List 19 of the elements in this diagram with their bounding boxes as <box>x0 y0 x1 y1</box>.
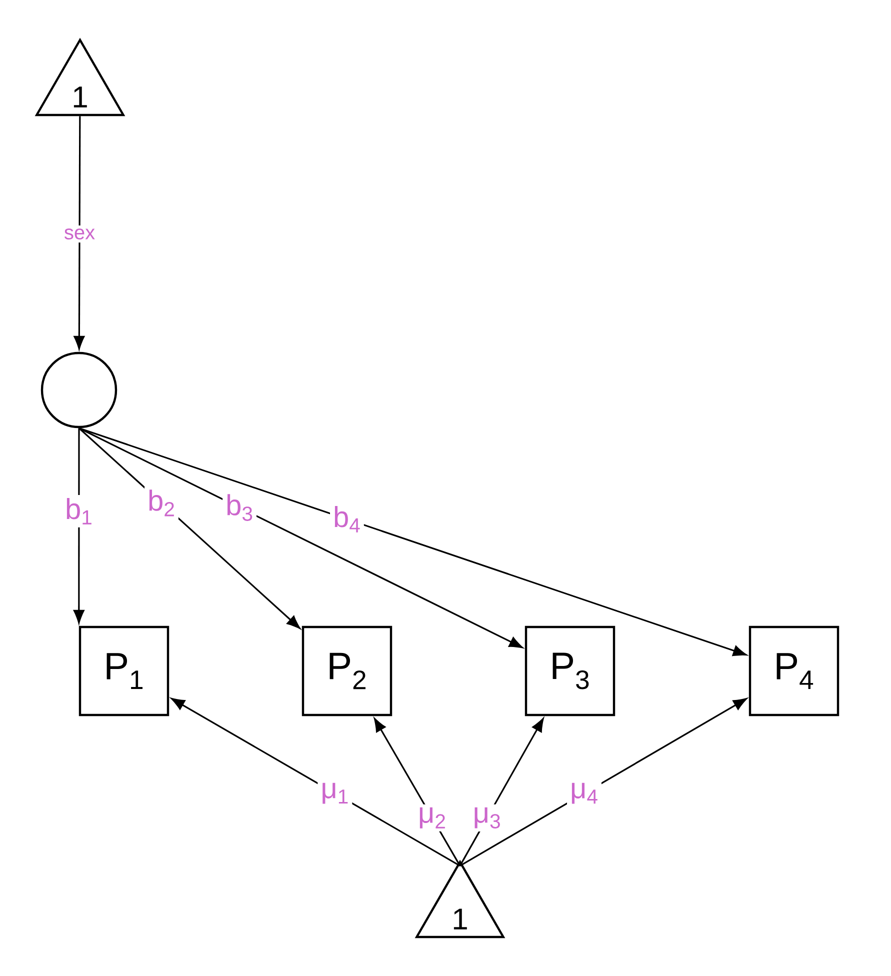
edge-label: μ$_{2}$ <box>414 804 450 832</box>
edge-label: b$_{1}$ <box>62 494 96 528</box>
edge-label: μ$_{3}$ <box>470 804 504 832</box>
arrow <box>460 698 747 866</box>
variable-box: P$_{3}$ <box>524 626 616 716</box>
arrow <box>74 116 85 350</box>
variable-box: P$_{1}$ <box>78 626 170 716</box>
edge-label: μ$_{1}$ <box>318 780 352 807</box>
arrow <box>78 427 523 648</box>
edge-label: b$_{3}$ <box>222 491 256 524</box>
variable-box: P$_{2}$ <box>302 626 392 716</box>
edge-label: b$_{2}$ <box>144 486 178 520</box>
arrow <box>78 427 747 656</box>
arrow <box>171 698 460 866</box>
edge-label: b$_{4}$ <box>330 502 364 536</box>
edge-label: μ$_{4}$ <box>566 780 602 807</box>
variable-box: P$_{4}$ <box>748 626 840 716</box>
edge-label: sex <box>60 226 98 242</box>
latent-circle <box>40 352 118 428</box>
